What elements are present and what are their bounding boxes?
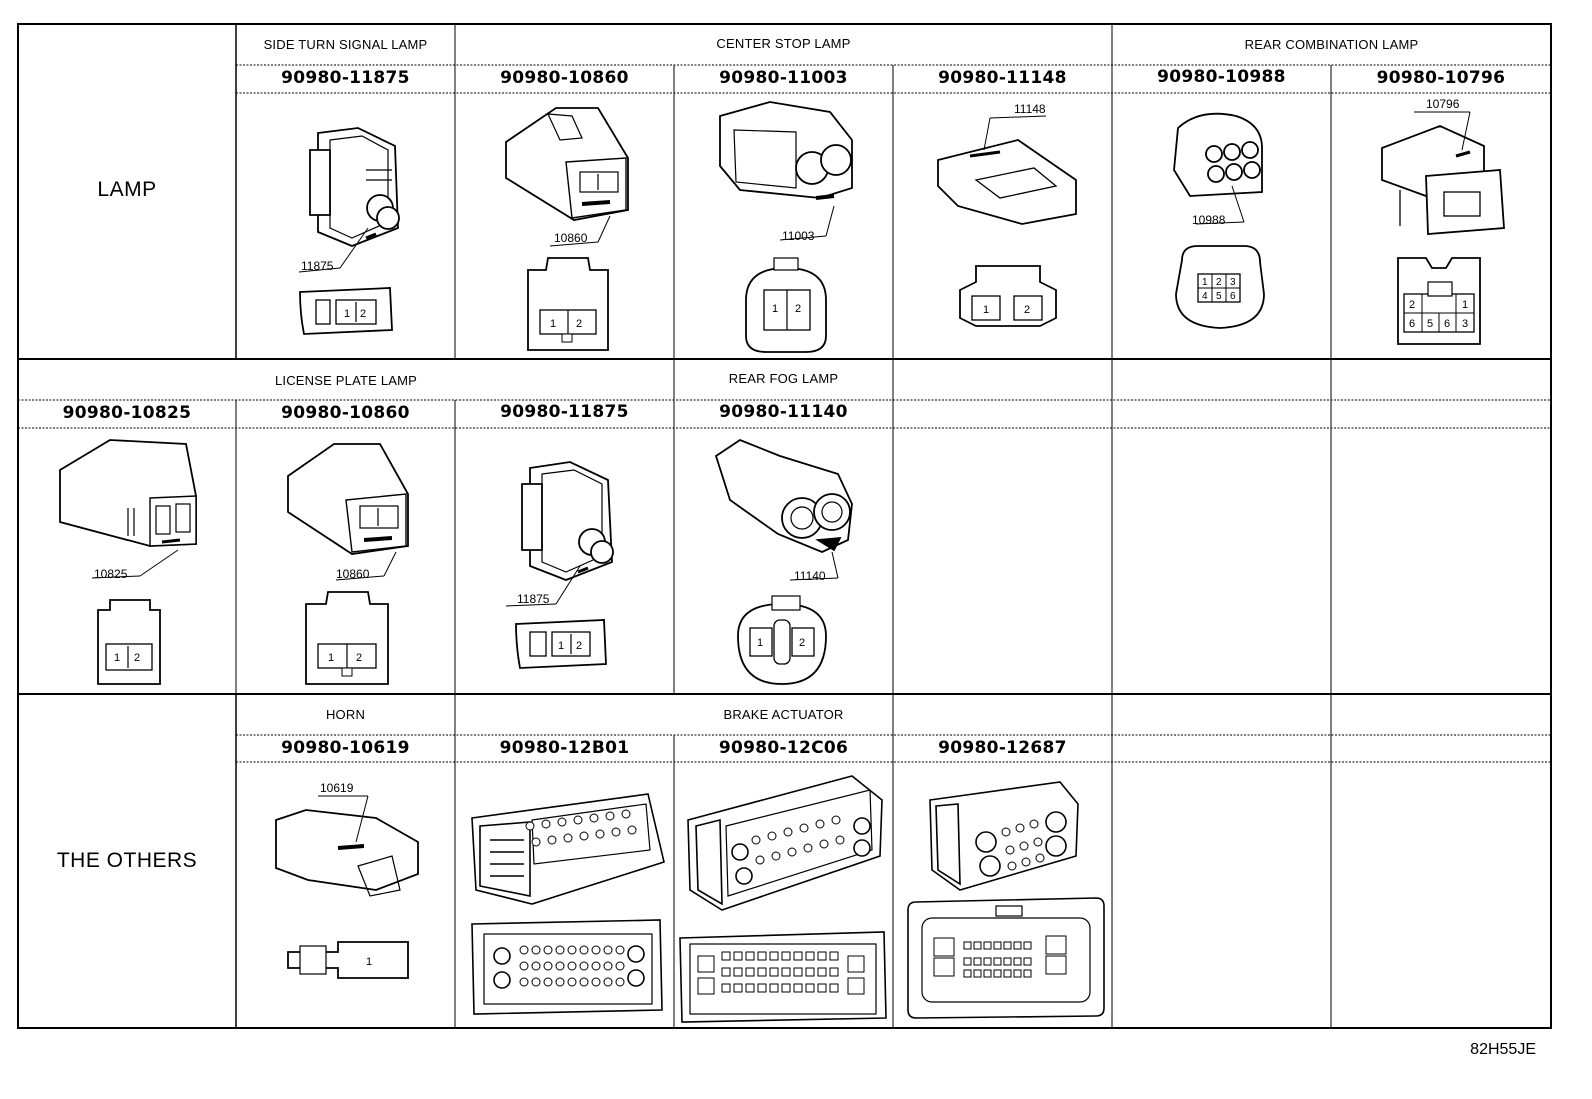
pin-2: 2 — [1216, 277, 1222, 288]
pin-2: 2 — [576, 640, 582, 652]
pin-2: 2 — [799, 637, 805, 649]
figure-label-10796: 10796 — [1426, 97, 1460, 111]
part-number: 90980-10988 — [1157, 67, 1286, 87]
pin-3: 3 — [1462, 318, 1468, 330]
figure-label-10860: 10860 — [554, 231, 588, 245]
pin-2: 2 — [134, 652, 140, 664]
connector-drawing-11140 — [714, 438, 853, 685]
pin-6: 6 — [1230, 291, 1236, 302]
figure-label-11875: 11875 — [517, 592, 550, 606]
part-number: 90980-11875 — [500, 402, 629, 422]
pin-2: 2 — [1024, 304, 1030, 316]
section-header-side-turn-signal-lamp: SIDE TURN SIGNAL LAMP — [263, 37, 428, 52]
section-header-license-plate-lamp: LICENSE PLATE LAMP — [274, 373, 418, 388]
pin-array-12c06 — [697, 815, 865, 995]
part-number: 90980-12687 — [938, 738, 1067, 758]
part-number: 90980-10860 — [281, 403, 410, 423]
grid-lines — [17, 23, 1552, 1029]
pin-1: 1 — [558, 640, 564, 652]
part-number: 90980-10796 — [1376, 68, 1506, 88]
pin-1: 1 — [550, 318, 556, 330]
section-header-center-stop-lamp: CENTER STOP LAMP — [716, 36, 851, 51]
pin-1: 1 — [344, 308, 350, 320]
section-header-rear-fog-lamp: REAR FOG LAMP — [728, 371, 839, 386]
diagram-code: 82H55JE — [1470, 1041, 1536, 1058]
pin-6: 6 — [1444, 318, 1450, 330]
connector-drawing-10796 — [1381, 111, 1505, 345]
connector-drawing-10988 — [1173, 112, 1265, 329]
pin-array-12687 — [933, 819, 1067, 978]
pin-1: 1 — [114, 652, 120, 664]
pin-2: 2 — [356, 652, 362, 664]
figure-label-10988: 10988 — [1192, 213, 1226, 227]
part-number: 90980-10825 — [62, 403, 192, 423]
pin-1: 1 — [772, 303, 778, 315]
part-number: 90980-11148 — [938, 68, 1067, 88]
part-number: 90980-11003 — [719, 68, 848, 88]
connector-drawing-12b01 — [471, 793, 665, 1015]
connector-drawing-11003 — [719, 101, 853, 353]
figure-label-10825: 10825 — [94, 567, 128, 581]
part-number: 90980-12B01 — [499, 738, 630, 758]
figure-label-10860: 10860 — [336, 567, 370, 581]
row-label-lamp: LAMP — [97, 178, 157, 201]
pin-5: 5 — [1216, 291, 1222, 302]
connector-drawing-11148 — [937, 115, 1077, 327]
section-header-brake-actuator: BRAKE ACTUATOR — [723, 707, 844, 722]
row-label-the-others: THE OTHERS — [56, 849, 198, 872]
connector-drawing-11875 — [298, 127, 400, 335]
connector-drawing-10860 — [505, 107, 629, 351]
pin-5: 5 — [1427, 318, 1433, 330]
connector-drawing-12c06 — [679, 775, 887, 1023]
pin-4: 4 — [1202, 291, 1208, 302]
pin-1: 1 — [328, 652, 334, 664]
pin-array-12b01 — [519, 809, 637, 987]
connector-drawing-11875 — [505, 461, 614, 669]
pin-1: 1 — [1202, 277, 1208, 288]
pin-1: 1 — [757, 637, 763, 649]
figure-label-11003: 11003 — [782, 229, 815, 243]
part-number: 90980-10619 — [281, 738, 410, 758]
pin-2: 2 — [795, 303, 801, 315]
pin-1: 1 — [983, 304, 989, 316]
figure-label-11140: 11140 — [794, 569, 826, 583]
part-number: 90980-12C06 — [718, 738, 849, 758]
connector-drawing-10860 — [287, 443, 409, 685]
part-number: 90980-10860 — [500, 68, 629, 88]
pin-6: 6 — [1409, 318, 1415, 330]
pin-1: 1 — [1462, 299, 1468, 311]
pin-1: 1 — [366, 956, 372, 968]
pin-2: 2 — [360, 308, 366, 320]
pin-2: 2 — [1409, 299, 1415, 311]
connector-drawing-10619 — [275, 795, 419, 979]
connector-drawing-12687 — [907, 781, 1105, 1019]
part-number: 90980-11875 — [281, 68, 410, 88]
part-number: 90980-11140 — [719, 402, 848, 422]
pin-2: 2 — [576, 318, 582, 330]
figure-label-11875: 11875 — [301, 259, 334, 273]
section-header-rear-combination-lamp: REAR COMBINATION LAMP — [1244, 37, 1419, 52]
figure-label-11148: 11148 — [1014, 102, 1046, 116]
section-header-horn: HORN — [325, 707, 366, 722]
figure-label-10619: 10619 — [320, 781, 354, 795]
pin-3: 3 — [1230, 277, 1236, 288]
connector-drawing-10825 — [59, 439, 197, 685]
